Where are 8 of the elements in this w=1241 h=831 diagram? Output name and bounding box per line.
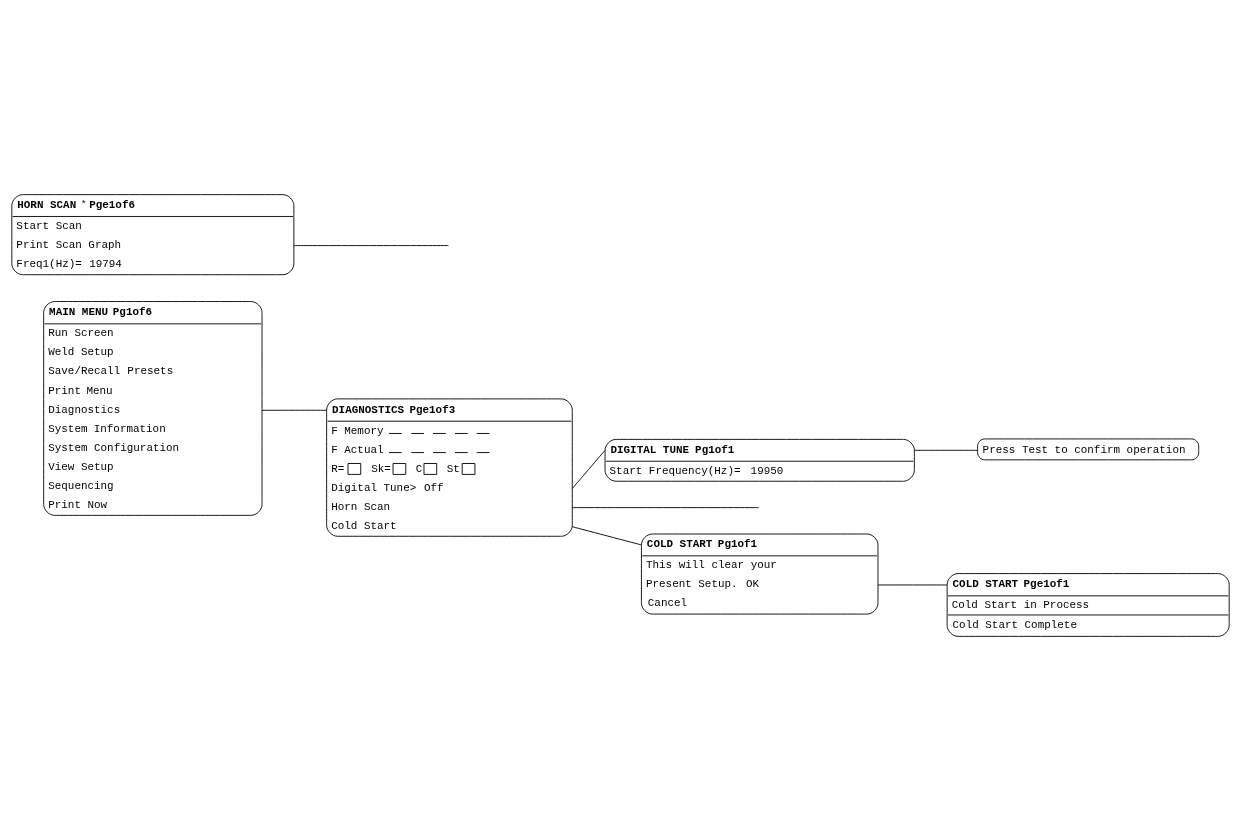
connector <box>913 449 979 451</box>
connector <box>571 507 760 509</box>
node-box: Press Test to confirm operation <box>977 438 1200 461</box>
connector <box>293 245 449 247</box>
connector <box>261 409 328 411</box>
connector <box>571 449 606 489</box>
connector <box>877 584 948 586</box>
connector <box>571 526 642 546</box>
